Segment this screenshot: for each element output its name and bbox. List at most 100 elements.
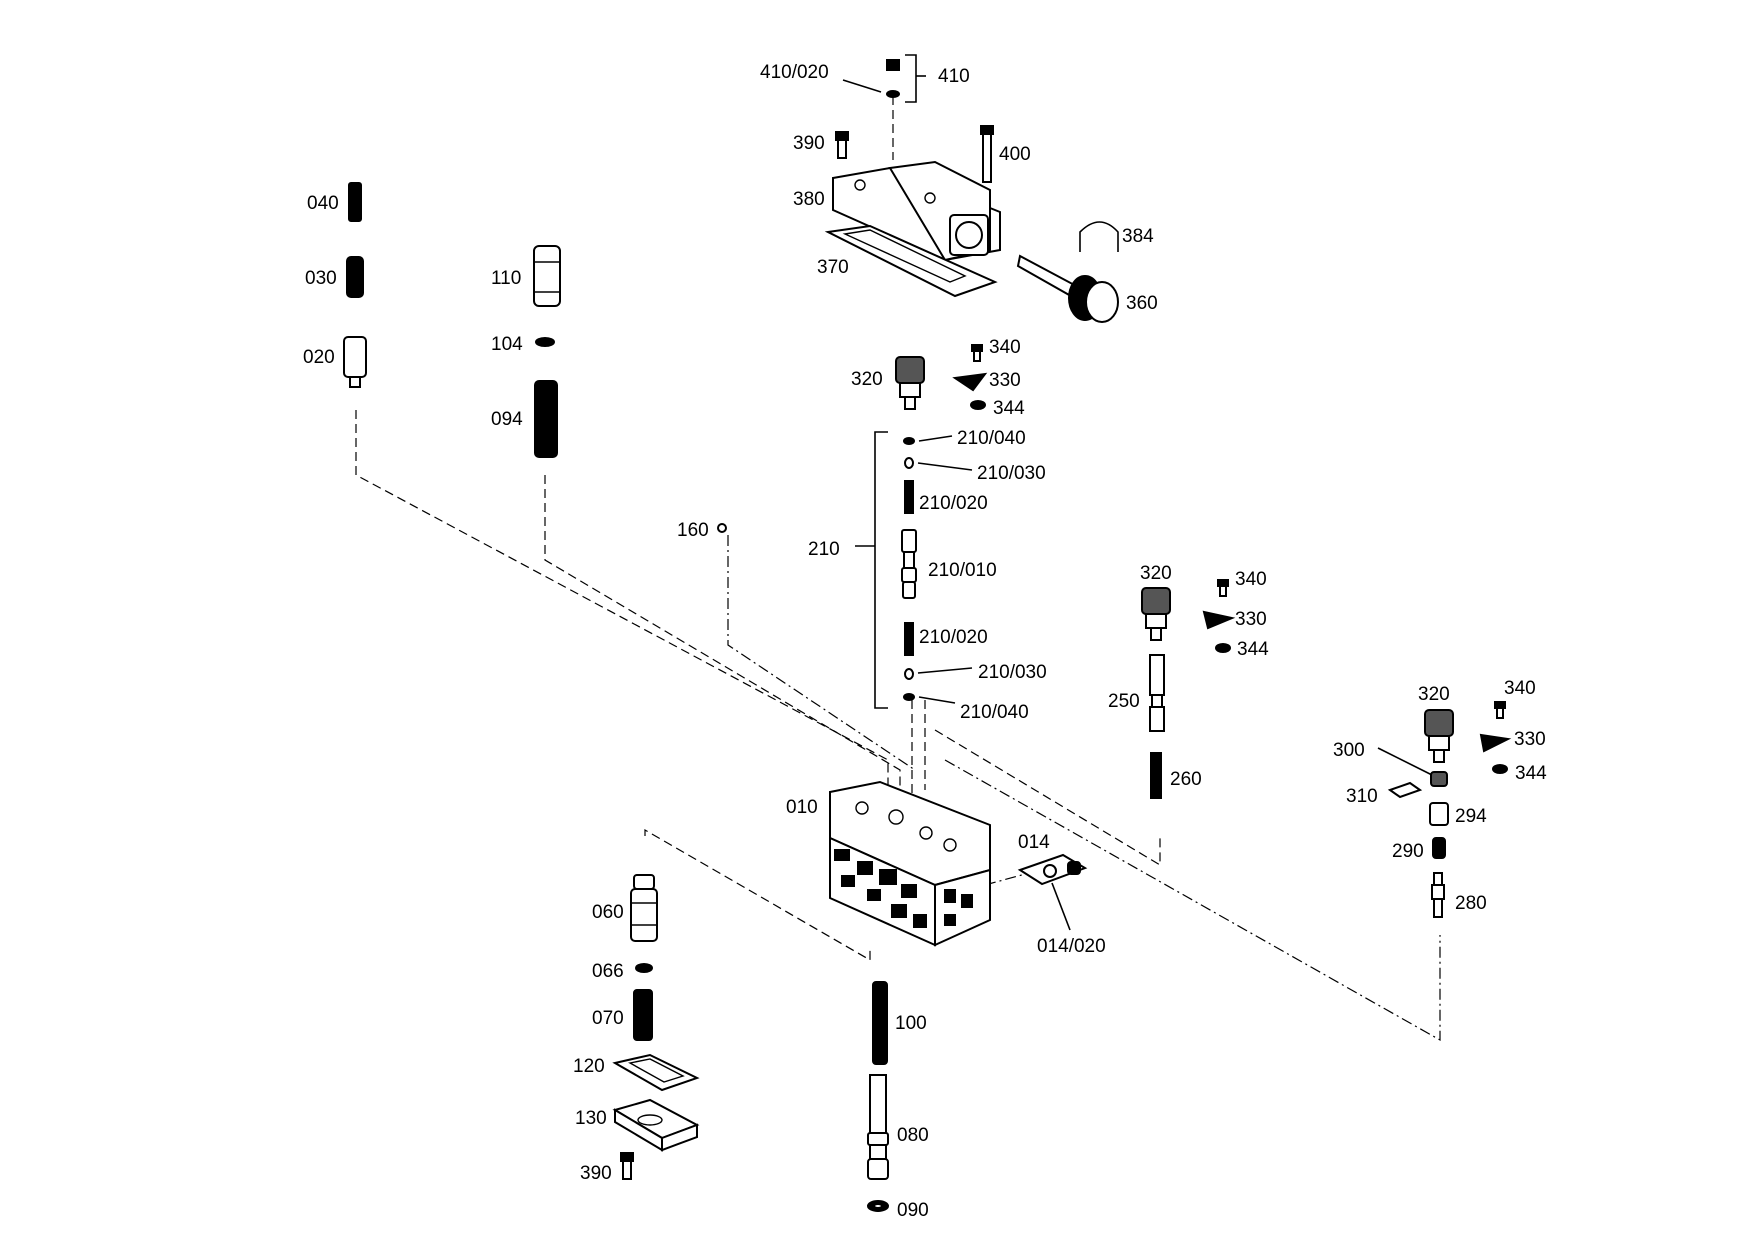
label-290: 290 [1392, 841, 1424, 862]
label-340-c: 340 [1504, 678, 1536, 699]
part-340-c [1494, 701, 1506, 719]
part-110 [533, 245, 561, 307]
leader-210-040-b [918, 696, 956, 704]
label-340-b: 340 [1235, 569, 1267, 590]
label-066: 066 [592, 961, 624, 982]
part-320-b [1141, 587, 1171, 641]
label-410-020: 410/020 [760, 62, 829, 83]
part-400 [980, 125, 994, 183]
part-120-gasket [612, 1053, 700, 1092]
part-066 [635, 963, 653, 973]
label-410: 410 [938, 66, 970, 87]
part-210-020-b [904, 622, 914, 656]
label-210-020-b: 210/020 [919, 627, 988, 648]
part-160 [717, 523, 727, 533]
label-014-020: 014/020 [1037, 936, 1106, 957]
label-280: 280 [1455, 893, 1487, 914]
label-380: 380 [793, 189, 825, 210]
part-320-c [1424, 709, 1454, 763]
part-labels: 410/020 410 390 400 380 384 370 360 040 … [303, 62, 1547, 1221]
label-100: 100 [895, 1013, 927, 1034]
label-130: 130 [575, 1108, 607, 1129]
part-340-b [1217, 579, 1229, 597]
label-094: 094 [491, 409, 523, 430]
part-330-b [1202, 610, 1236, 630]
label-080: 080 [897, 1125, 929, 1146]
label-340-a: 340 [989, 337, 1021, 358]
label-330-a: 330 [989, 370, 1021, 391]
part-010-valve-body [829, 780, 991, 947]
part-210-040-b [903, 693, 915, 701]
part-300 [1430, 771, 1448, 787]
label-330-b: 330 [1235, 609, 1267, 630]
label-120: 120 [573, 1056, 605, 1077]
leader-300 [1377, 747, 1433, 776]
leader-410-020 [842, 79, 882, 93]
label-040: 040 [307, 193, 339, 214]
label-310: 310 [1346, 786, 1378, 807]
part-210-010 [901, 529, 917, 599]
part-080 [867, 1074, 889, 1180]
leader-210-040-a [918, 435, 953, 442]
label-210-030-b: 210/030 [978, 662, 1047, 683]
label-390-top: 390 [793, 133, 825, 154]
label-260: 260 [1170, 769, 1202, 790]
part-330-c [1479, 733, 1512, 753]
part-070 [633, 989, 653, 1041]
part-250 [1149, 654, 1165, 732]
label-370: 370 [817, 257, 849, 278]
part-094 [534, 380, 558, 458]
part-320-a [895, 356, 925, 410]
assembly-lines [355, 96, 1441, 1042]
part-384-clip [1079, 221, 1119, 252]
part-040 [348, 182, 362, 222]
part-344-a [970, 400, 986, 410]
part-390-top [835, 131, 849, 159]
label-320-c: 320 [1418, 684, 1450, 705]
part-344-b [1215, 643, 1231, 653]
label-330-c: 330 [1514, 729, 1546, 750]
label-210-040-a: 210/040 [957, 428, 1026, 449]
part-030 [346, 256, 364, 298]
label-210-040-b: 210/040 [960, 702, 1029, 723]
part-360-connector [1016, 254, 1119, 323]
label-344-a: 344 [993, 398, 1025, 419]
label-360: 360 [1126, 293, 1158, 314]
label-210: 210 [808, 539, 840, 560]
part-380-valve-body-cover [832, 160, 1001, 262]
part-344-c [1492, 764, 1508, 774]
label-014: 014 [1018, 832, 1050, 853]
label-384: 384 [1122, 226, 1154, 247]
label-060: 060 [592, 902, 624, 923]
label-294: 294 [1455, 806, 1487, 827]
part-060 [630, 874, 658, 942]
label-250: 250 [1108, 691, 1140, 712]
label-210-020-a: 210/020 [919, 493, 988, 514]
label-210-030-a: 210/030 [977, 463, 1046, 484]
label-070: 070 [592, 1008, 624, 1029]
label-320-a: 320 [851, 369, 883, 390]
bracket-210 [855, 431, 888, 709]
part-104 [535, 337, 555, 347]
part-210-030-b [904, 668, 914, 680]
part-260 [1150, 752, 1162, 799]
part-410 [886, 54, 926, 103]
part-390-bottom [620, 1152, 634, 1180]
label-104: 104 [491, 334, 523, 355]
label-110: 110 [491, 268, 521, 289]
part-310 [1387, 781, 1423, 799]
label-210-010: 210/010 [928, 560, 997, 581]
label-320-b: 320 [1140, 563, 1172, 584]
leader-014-020 [1051, 882, 1071, 931]
part-280 [1431, 872, 1445, 918]
part-210-030-a [904, 457, 914, 469]
part-330-a [952, 372, 988, 392]
label-400: 400 [999, 144, 1031, 165]
part-100 [872, 981, 888, 1065]
label-030: 030 [305, 268, 337, 289]
part-090 [867, 1200, 889, 1212]
leader-210-030-a [917, 462, 973, 471]
label-390-bottom: 390 [580, 1163, 612, 1184]
part-210-020-a [904, 480, 914, 514]
